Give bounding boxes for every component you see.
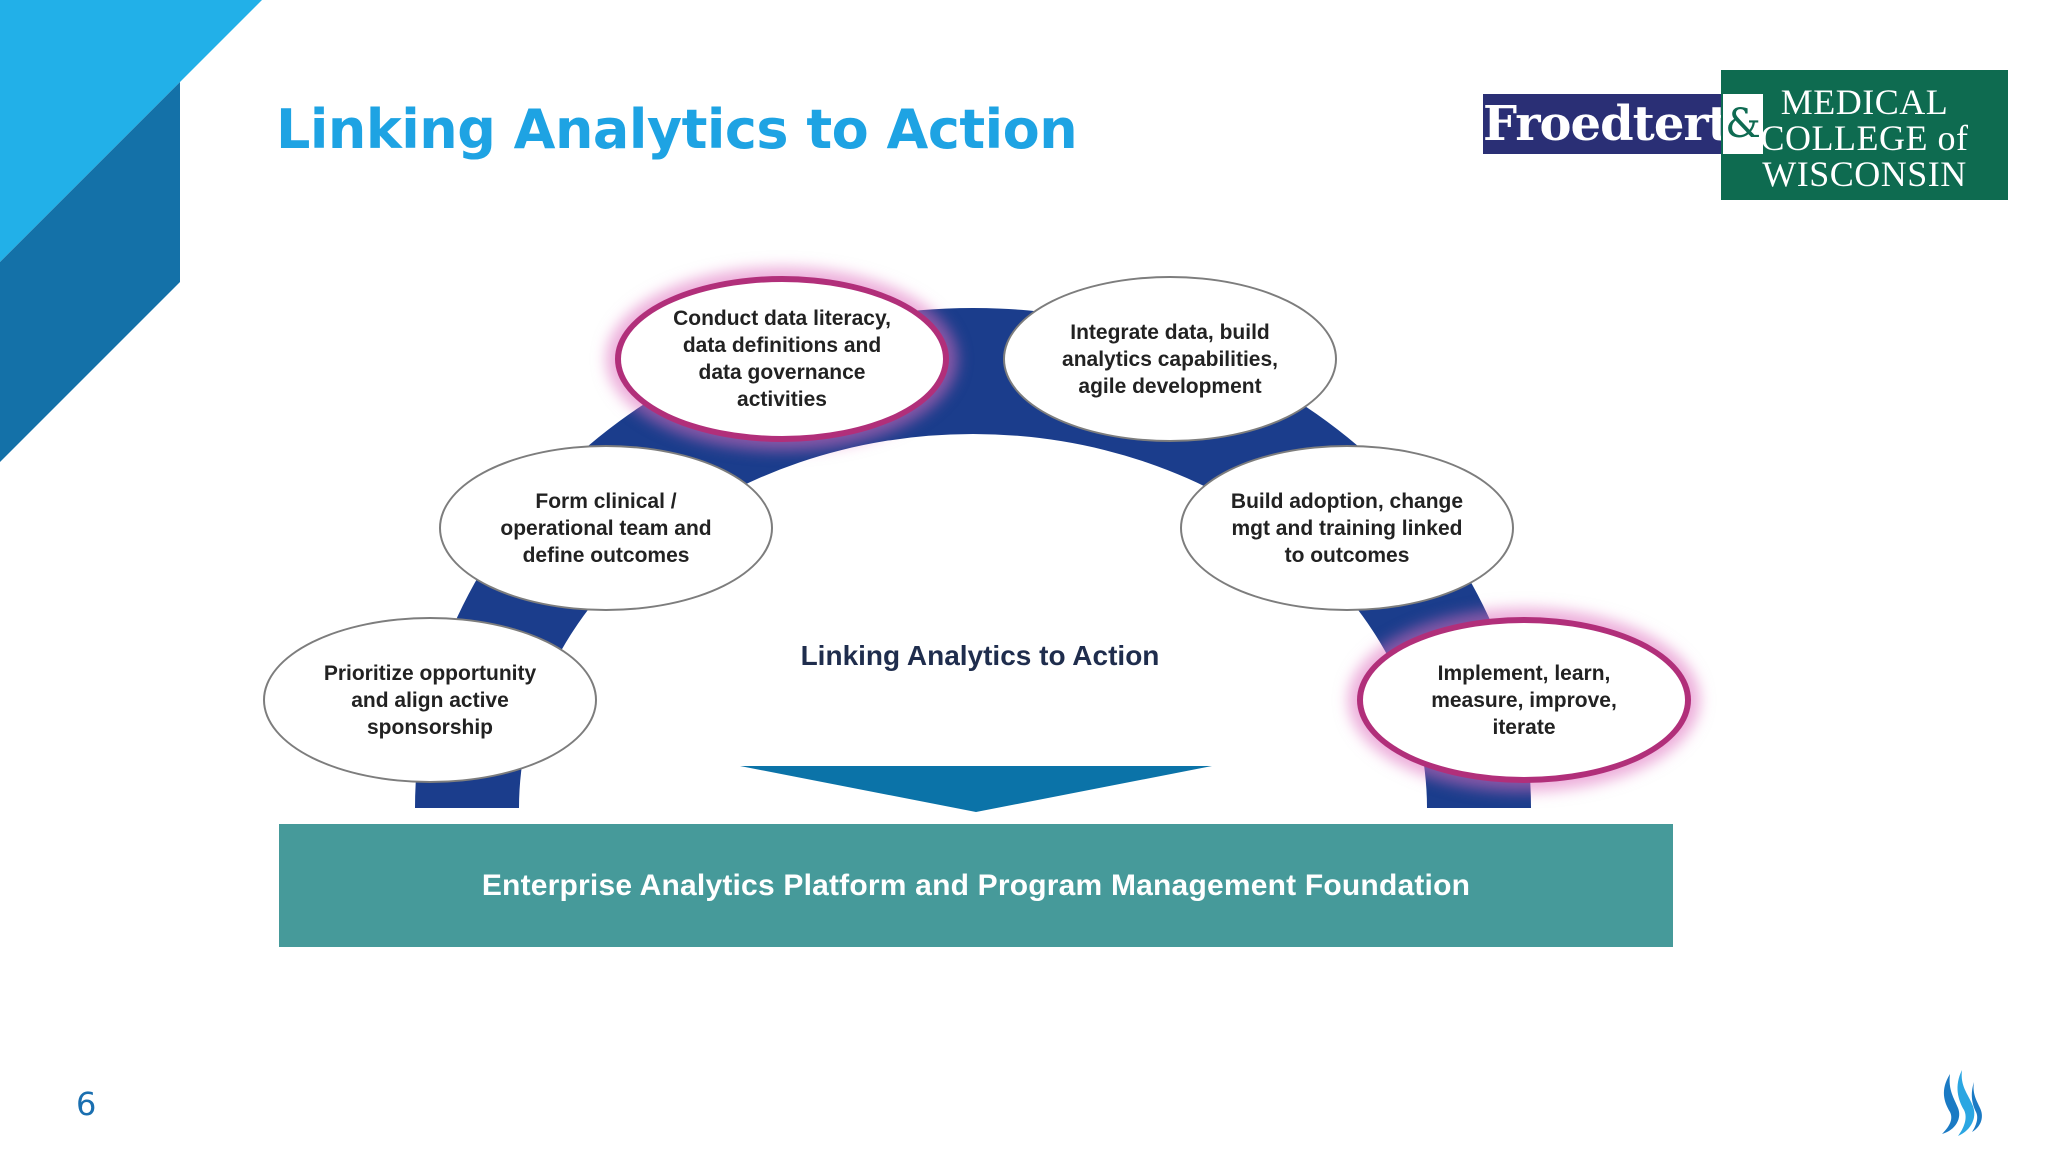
step-oval-implement: Implement, learn, measure, improve, iter… [1357,617,1691,783]
down-arrow [740,766,1212,812]
logo-line-1: MEDICAL [1780,82,1949,122]
corner-decoration [0,0,262,462]
institution-logo: Froedtert MEDICAL COLLEGE of WISCONSIN & [1483,70,2008,200]
step-text: Prioritize opportunity and align active … [323,661,537,739]
arch-band [415,308,1531,808]
logo-line-3: WISCONSIN [1762,154,1967,194]
logo-mcw: MEDICAL COLLEGE of WISCONSIN [1721,70,2008,200]
step-oval-data-literacy: Conduct data literacy, data definitions … [615,276,949,442]
page-number: 6 [76,1085,97,1123]
flame-logo-icon [1942,1070,1982,1136]
logo-froedtert: Froedtert [1483,94,1730,154]
step-text: Integrate data, build analytics capabili… [1062,320,1278,398]
logo-ampersand: & [1723,94,1763,154]
step-oval-form-team: Form clinical / operational team and def… [439,445,773,611]
step-text: Conduct data literacy, data definitions … [673,307,891,411]
foundation-bar: Enterprise Analytics Platform and Progra… [279,824,1673,947]
step-oval-build-adoption: Build adoption, change mgt and training … [1180,445,1514,611]
step-text: Implement, learn, measure, improve, iter… [1431,661,1617,739]
step-oval-integrate-data: Integrate data, build analytics capabili… [1003,276,1337,442]
step-text: Form clinical / operational team and def… [500,489,712,567]
foundation-label: Enterprise Analytics Platform and Progra… [481,868,1471,902]
step-oval-prioritize: Prioritize opportunity and align active … [263,617,597,783]
diagram-center-label: Linking Analytics to Action [800,640,1160,671]
logo-line-2: COLLEGE of [1760,118,1969,158]
step-text: Build adoption, change mgt and training … [1230,489,1464,567]
slide-title: Linking Analytics to Action [276,98,1078,161]
